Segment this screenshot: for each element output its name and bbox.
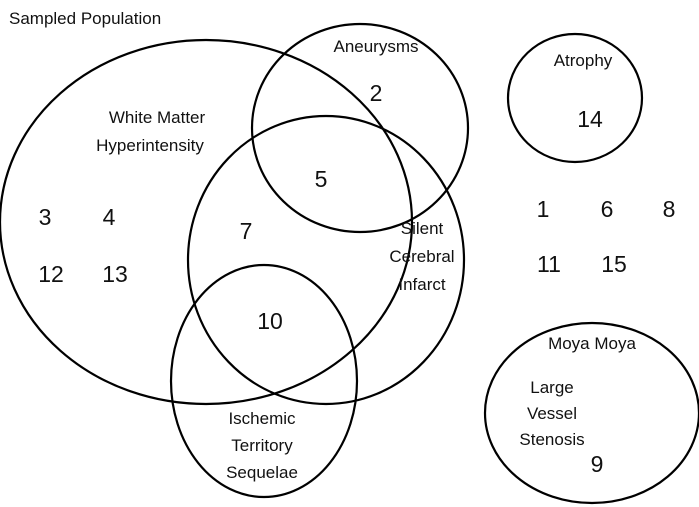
wmh-sci-ischemic-member: 10 [257,308,283,334]
ischemic-territory-label-line-2: Territory [231,436,293,455]
large-vessel-member: 9 [591,451,604,477]
atrophy-circle [506,32,644,164]
atrophy-label: Atrophy [554,51,613,70]
outside-member: 11 [537,251,561,277]
aneurysms-member: 2 [370,80,383,106]
white-matter-label-line-1: White Matter [109,108,206,127]
silent-cerebral-infarct-label-line-1: Silent [401,219,444,238]
wmh-sci-member: 7 [240,218,253,244]
moya-moya-label: Moya Moya [548,334,636,353]
diagram-title: Sampled Population [9,9,161,28]
aneurysms-label: Aneurysms [333,37,418,56]
large-vessel-label-line-1: Large [530,378,573,397]
atrophy-member: 14 [577,106,603,132]
ischemic-territory-label-line-1: Ischemic [228,409,296,428]
white-matter-hyperintensity-circle [0,38,414,406]
outside-member: 15 [601,251,627,277]
outside-member: 1 [537,196,550,222]
moya-moya-circle [483,321,699,505]
ischemic-territory-circle [169,263,359,499]
white-matter-member: 13 [102,261,128,287]
ischemic-territory-label-line-3: Sequelae [226,463,298,482]
large-vessel-label-line-3: Stenosis [519,430,584,449]
white-matter-member: 12 [38,261,64,287]
outside-member: 8 [663,196,676,222]
large-vessel-label-line-2: Vessel [527,404,577,423]
silent-cerebral-infarct-circle [186,114,466,406]
white-matter-label-line-2: Hyperintensity [96,136,204,155]
white-matter-member: 4 [103,204,116,230]
silent-cerebral-infarct-label-line-3: Infarct [398,275,446,294]
wmh-aneurysm-sci-member: 5 [315,166,328,192]
aneurysms-circle [250,22,470,234]
outside-member: 6 [601,196,614,222]
white-matter-member: 3 [39,204,52,230]
silent-cerebral-infarct-label-line-2: Cerebral [389,247,454,266]
